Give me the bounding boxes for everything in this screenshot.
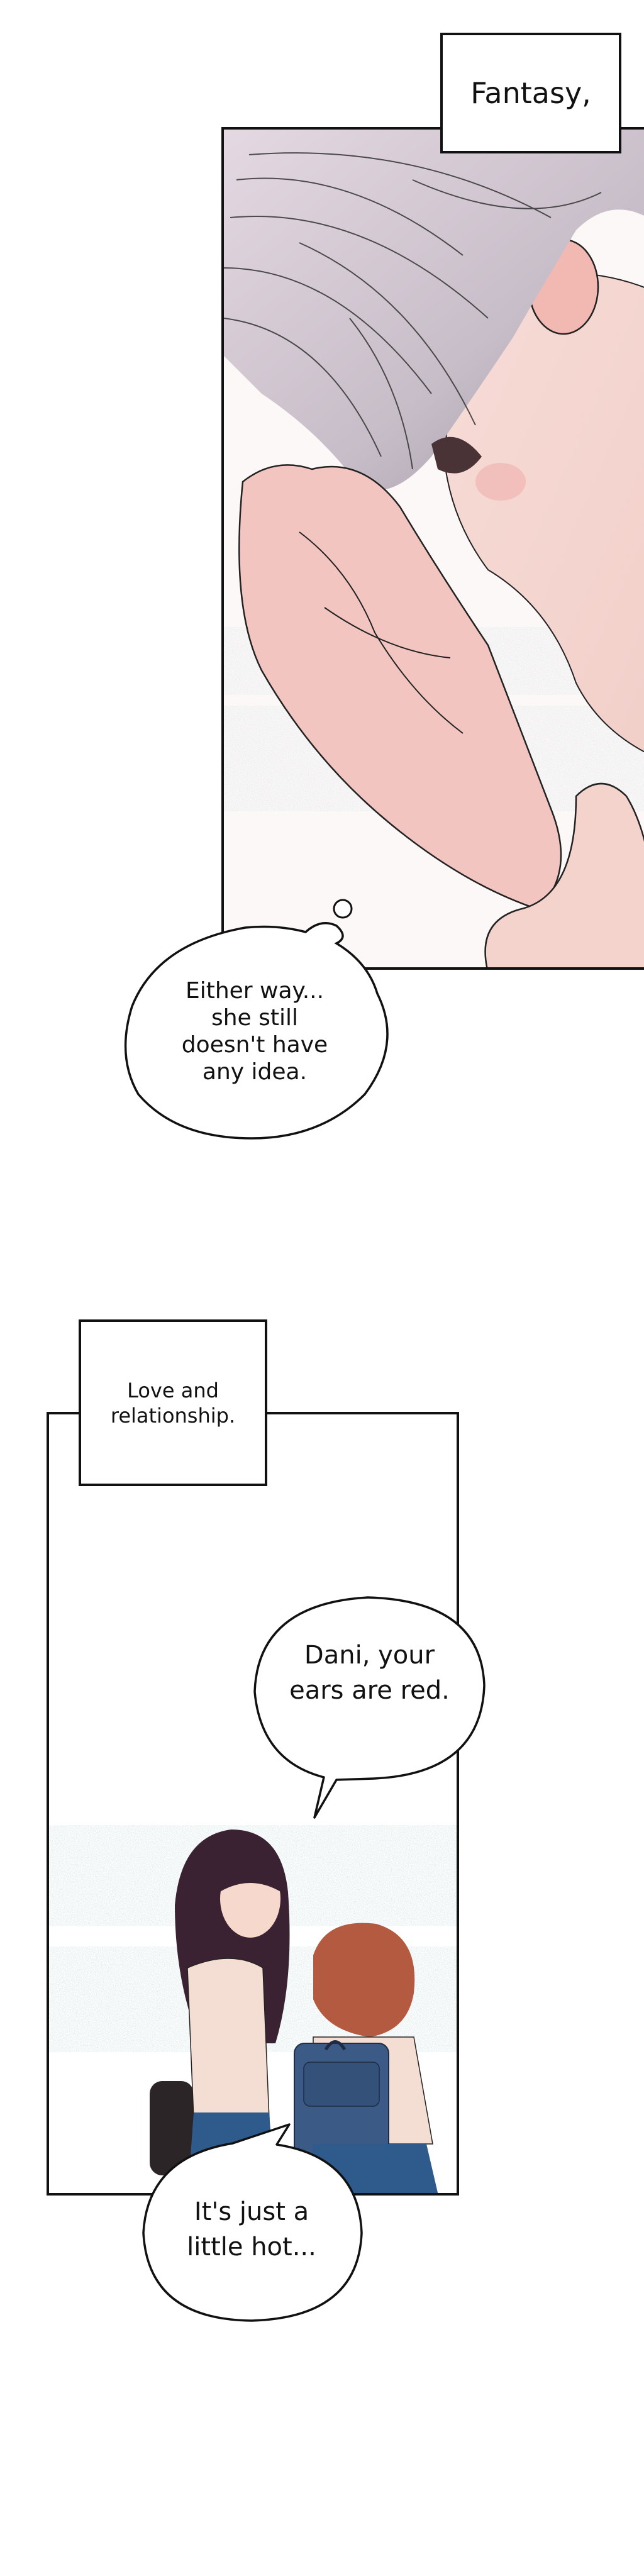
panel-2-artwork: [49, 1414, 457, 2193]
thought-dot-icon: [333, 899, 353, 919]
speech-bubble-dani: [253, 1596, 486, 1819]
caption-love-text: Love and relationship.: [110, 1378, 236, 1428]
speech-bubble-hot: [142, 2123, 363, 2322]
panel-1: [221, 127, 644, 970]
speech-bubble-hot-text: It's just a little hot...: [187, 2197, 316, 2262]
speech-bubble-dani-text: Dani, your ears are red.: [289, 1641, 450, 1705]
caption-fantasy-text: Fantasy,: [470, 76, 591, 110]
thought-bubble-text: Either way... she still doesn't have any…: [181, 978, 328, 1085]
panel-1-artwork: [224, 130, 644, 967]
thought-bubble: [124, 899, 389, 1140]
panel-2: [47, 1412, 459, 2196]
caption-fantasy: Fantasy,: [440, 33, 621, 153]
caption-love-and-relationship: Love and relationship.: [79, 1319, 267, 1486]
